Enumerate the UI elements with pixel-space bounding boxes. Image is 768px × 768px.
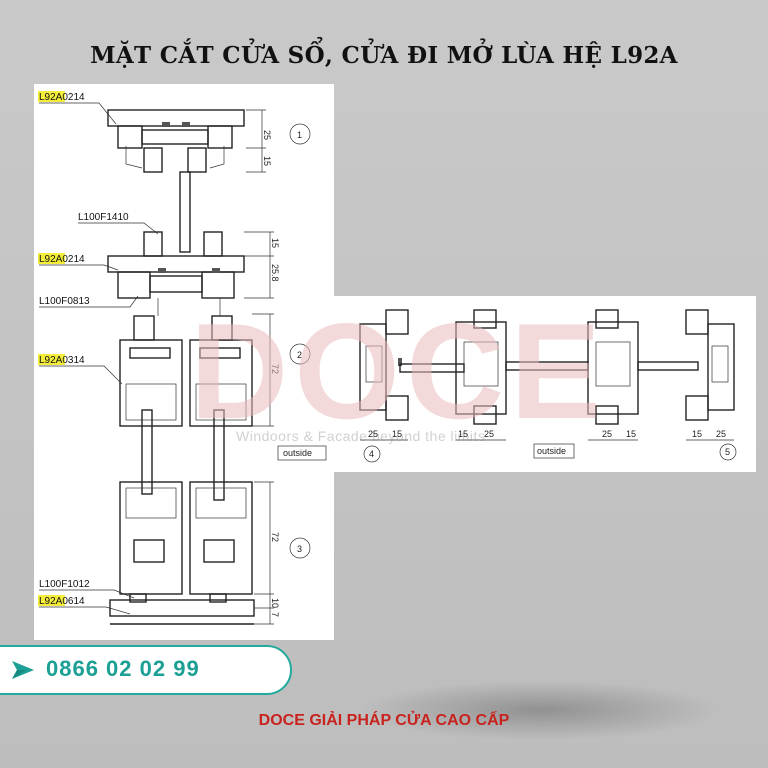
profile-jamb-right: [685, 309, 735, 421]
outside-tag: [533, 443, 575, 459]
dimension-label: 25: [484, 429, 494, 439]
dimension-label: 15: [262, 156, 272, 166]
highlight-mark: [38, 595, 65, 606]
dimension-label: 15: [626, 429, 636, 439]
highlight-mark: [38, 253, 65, 264]
outside-label: outside: [283, 448, 312, 458]
section-number: 4: [369, 449, 374, 459]
profile-interlock-right: [587, 309, 639, 425]
section-marker: [289, 537, 311, 559]
section-number: 5: [725, 447, 730, 457]
profile-code-label: L100F1012: [39, 579, 90, 590]
watermark-slogan: Windoors & Facade beyond the limits: [236, 428, 486, 444]
profile-code-label: L100F1410: [78, 212, 129, 223]
glass-pane: [213, 409, 225, 501]
section-marker: [289, 123, 311, 145]
vertical-section-svg: L92A0214 L100F1410 L92A0214 L100F0813 L9…: [38, 91, 327, 625]
phone-contact-card[interactable]: [0, 645, 292, 695]
profile-code-label: L100F0813: [39, 296, 90, 307]
dimension-label: 15: [392, 429, 402, 439]
profile-code-label: L92A0614: [39, 596, 85, 607]
outside-tag: [277, 445, 327, 461]
section-drawing-vertical: L92A0214 L100F1410 L92A0214 L100F0813 L9…: [34, 84, 334, 640]
glass-pane: [637, 361, 699, 371]
profile-bottom-sashes: [109, 481, 255, 625]
section-number: 1: [297, 130, 302, 140]
horizontal-section-svg: 25 15 15 25 25 15 15 25 4 5 outside: [359, 309, 737, 463]
dimension-label: 7: [270, 612, 280, 617]
brand-tagline: DOCE GIẢI PHÁP CỬA CAO CẤP: [258, 712, 510, 729]
dimension-label: 10: [270, 598, 280, 608]
dimension-label: 25: [716, 429, 726, 439]
outside-label: outside: [537, 446, 566, 456]
profile-top-frame: [107, 109, 245, 173]
glass-pane: [141, 409, 153, 495]
glass-pane: [399, 363, 465, 373]
section-marker: [289, 343, 311, 365]
dimension-label: 25: [262, 130, 272, 140]
dimension-label: 72: [270, 532, 280, 542]
decorative-shadow: [360, 680, 720, 740]
highlight-mark: [38, 91, 65, 102]
profile-sash-head: [107, 231, 245, 316]
glass-pane: [179, 171, 191, 253]
dimension-label: 72: [270, 364, 280, 374]
profile-code-label: L92A0214: [39, 92, 85, 103]
glass-pane: [505, 361, 589, 371]
section-drawing-horizontal: 25 15 15 25 25 15 15 25 4 5 outside: [334, 296, 756, 472]
profile-code-label: L92A0214: [39, 254, 85, 265]
section-number: 2: [297, 350, 302, 360]
section-marker: [719, 443, 737, 461]
dimension-label: 15: [458, 429, 468, 439]
highlight-mark: [38, 354, 65, 365]
dimension-label: 25.8: [270, 264, 280, 282]
send-arrow-icon: [12, 661, 34, 679]
page-title: MẶT CẮT CỬA SỔ, CỬA ĐI MỞ LÙA HỆ L92A: [90, 42, 678, 69]
profile-jamb-left: [359, 309, 409, 421]
profile-code-label: L92A0314: [39, 355, 85, 366]
phone-number[interactable]: 0866 02 02 99: [46, 656, 200, 681]
dimension-label: 25: [602, 429, 612, 439]
dimension-label: 15: [692, 429, 702, 439]
dimension-label: 25: [368, 429, 378, 439]
section-marker: [363, 445, 381, 463]
profile-sash-pair: [119, 315, 253, 427]
dimension-label: 15: [270, 238, 280, 248]
section-number: 3: [297, 544, 302, 554]
